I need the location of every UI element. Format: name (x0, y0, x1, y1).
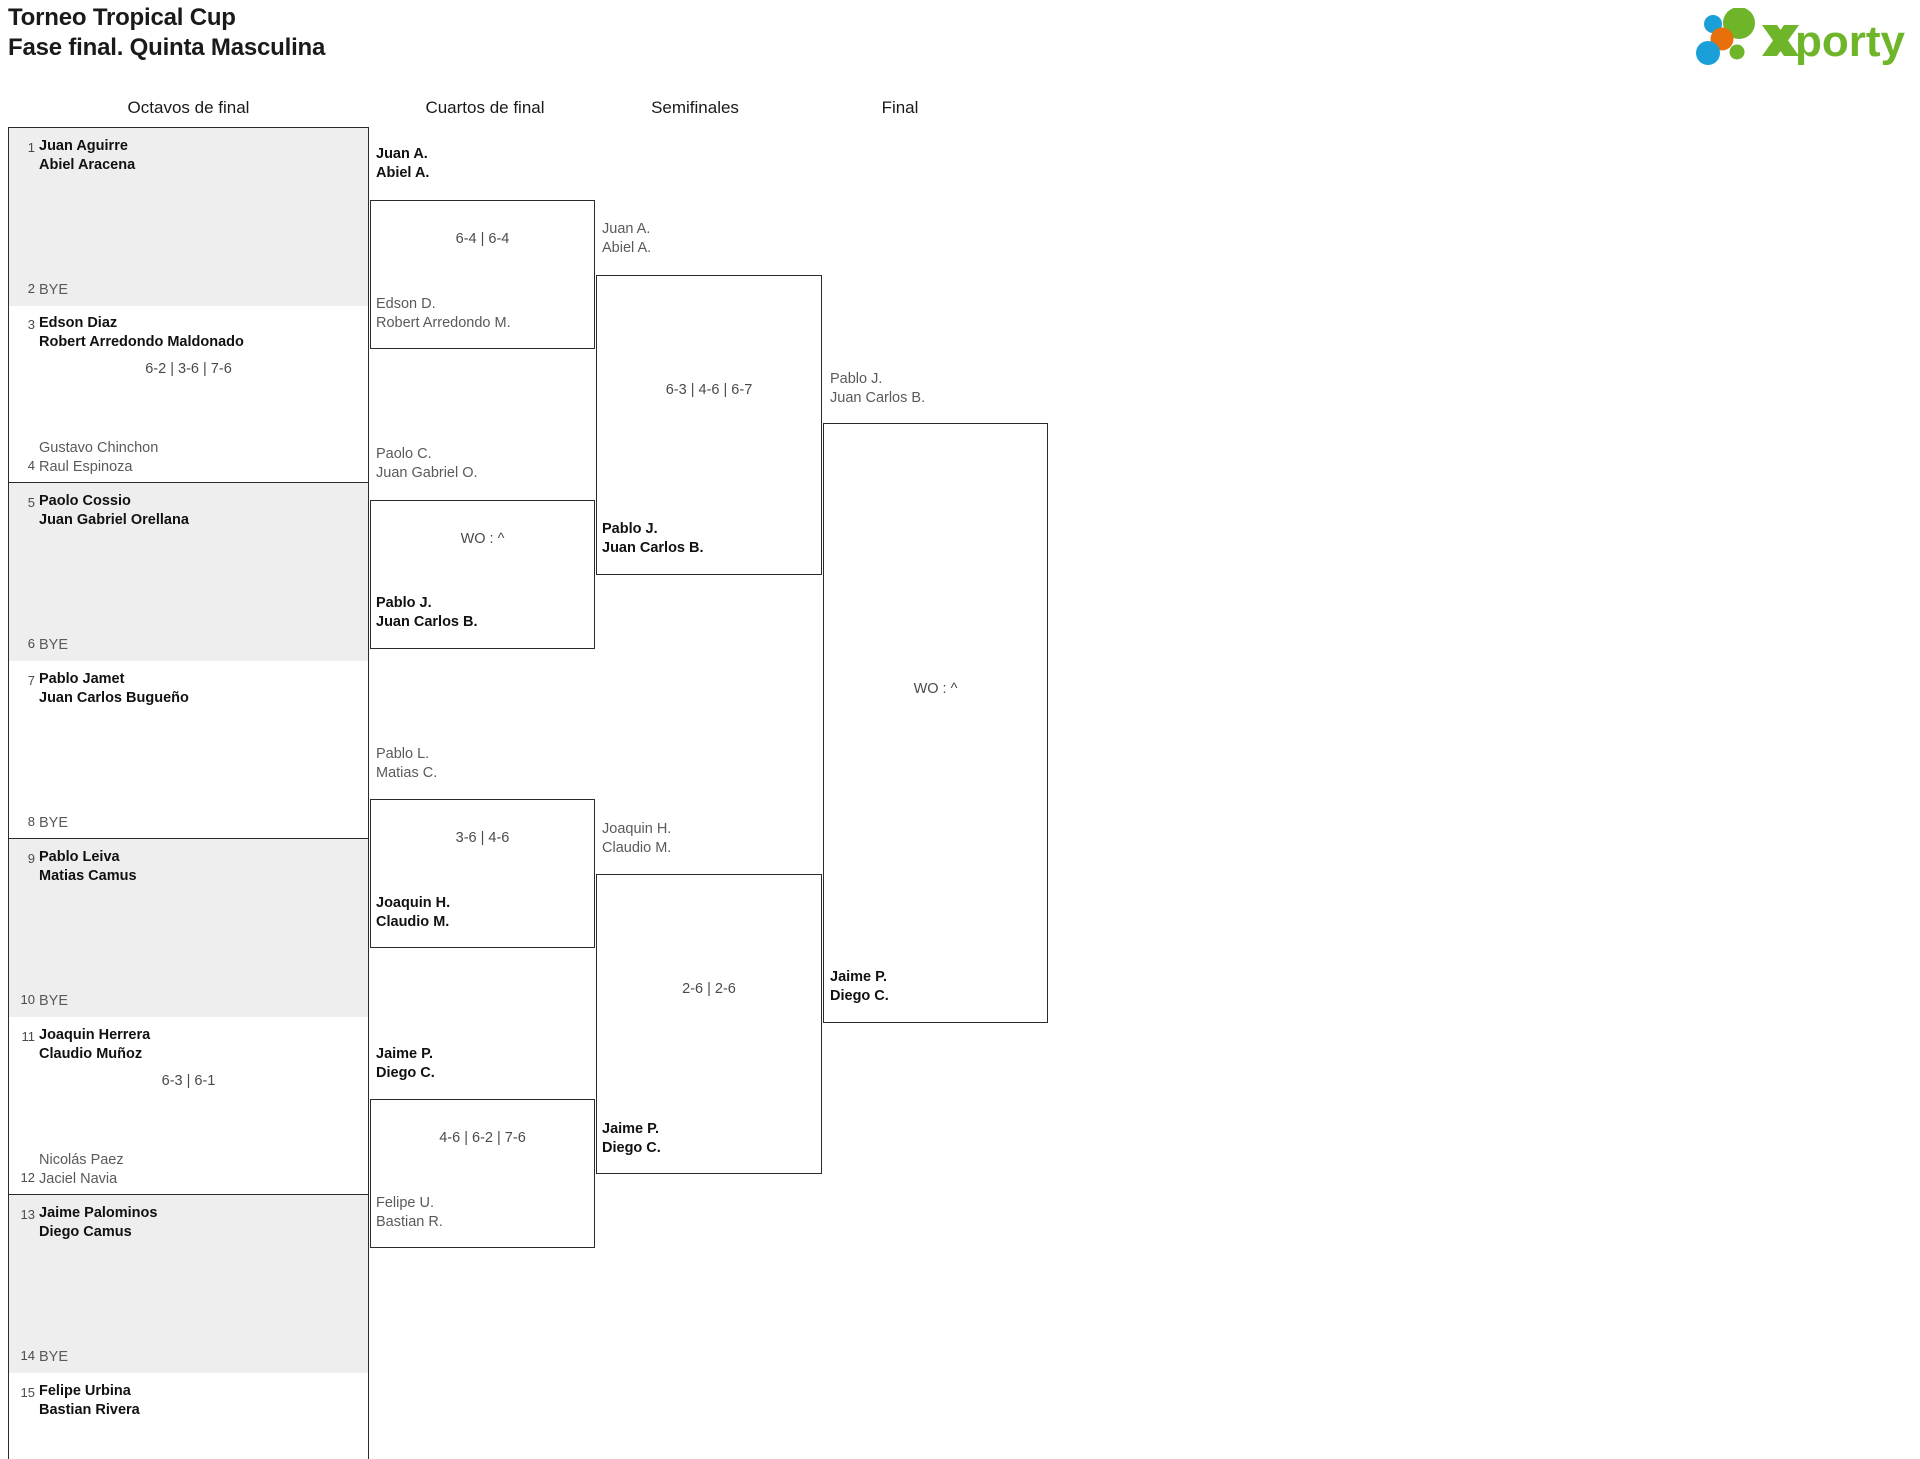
seed-number: 2 (27, 281, 35, 296)
seed-number: 1 (27, 140, 35, 155)
round-header-octavos: Octavos de final (127, 98, 250, 117)
qf-score: WO : ^ (460, 531, 505, 547)
seed-number: 8 (27, 814, 35, 829)
sf-connector-1: 6-3 | 4-6 | 6-7 (596, 275, 822, 575)
logo-icon: porty (1696, 8, 1906, 66)
team-name: BYE (39, 636, 69, 653)
sf-entry-1[interactable]: Juan A.Abiel A. (602, 221, 652, 256)
team-name: BYE (39, 992, 69, 1009)
sf-score: 6-3 | 4-6 | 6-7 (665, 382, 753, 398)
qf-score: 6-4 | 6-4 (455, 231, 510, 247)
r1-slot-8[interactable]: 8 BYE (8, 750, 369, 839)
sf-entry-4[interactable]: Jaime P.Diego C. (602, 1121, 661, 1156)
qf-entry-4[interactable]: Pablo J.Juan Carlos B. (376, 595, 478, 630)
seed-number: 5 (27, 495, 35, 510)
qf-entry-7[interactable]: Jaime P.Diego C. (376, 1046, 435, 1081)
qf-score: 4-6 | 6-2 | 7-6 (439, 1130, 526, 1146)
sf-score: 2-6 | 2-6 (682, 981, 736, 997)
seed-number: 13 (20, 1207, 35, 1222)
team-name: BYE (39, 814, 69, 831)
tournament-name: Torneo Tropical Cup (8, 4, 236, 31)
seed-number: 10 (20, 992, 35, 1007)
seed-number: 12 (20, 1170, 35, 1185)
seed-number: 14 (20, 1348, 35, 1363)
r1-slot-6[interactable]: 6 BYE (8, 572, 369, 661)
team-name: BYE (39, 1348, 69, 1365)
seed-number: 15 (20, 1385, 35, 1400)
r1-score: 6-2 | 3-6 | 7-6 (145, 361, 232, 377)
seed-number: 9 (27, 851, 35, 866)
team-name: BYE (39, 281, 69, 298)
logo-wordmark: porty (1795, 17, 1906, 66)
qf-connector-4: 4-6 | 6-2 | 7-6 (370, 1099, 595, 1248)
qf-connector-1: 6-4 | 6-4 (370, 200, 595, 349)
seed-number: 4 (27, 458, 35, 473)
xporty-logo: porty (1691, 8, 1906, 66)
qf-entry-2[interactable]: Edson D.Robert Arredondo M. (376, 296, 511, 331)
qf-entry-1[interactable]: Juan A.Abiel A. (376, 146, 430, 181)
seed-number: 6 (27, 636, 35, 651)
r1-slot-10[interactable]: 10 BYE (8, 928, 369, 1017)
final-entry-1[interactable]: Pablo J.Juan Carlos B. (830, 371, 926, 406)
seed-number: 7 (27, 673, 35, 688)
round-header-semis: Semifinales (651, 98, 739, 117)
qf-entry-8[interactable]: Felipe U.Bastian R. (376, 1195, 443, 1230)
final-connector: WO : ^ (823, 423, 1048, 1023)
r1-slot-2[interactable]: 2 BYE (8, 217, 369, 306)
round-header-cuartos: Cuartos de final (425, 98, 545, 117)
final-entry-2[interactable]: Jaime P.Diego C. (830, 969, 889, 1004)
round-header-final: Final (881, 98, 919, 117)
qf-connector-3: 3-6 | 4-6 (370, 799, 595, 948)
sf-entry-3[interactable]: Joaquin H.Claudio M. (602, 821, 672, 856)
qf-entry-3[interactable]: Paolo C.Juan Gabriel O. (376, 446, 478, 481)
sf-entry-2[interactable]: Pablo J.Juan Carlos B. (602, 521, 704, 556)
sf-connector-2: 2-6 | 2-6 (596, 874, 822, 1174)
tournament-phase: Fase final. Quinta Masculina (8, 34, 326, 61)
qf-connector-2: WO : ^ (370, 500, 595, 649)
qf-score: 3-6 | 4-6 (455, 830, 510, 846)
seed-number: 11 (21, 1029, 36, 1044)
r1-slot-14[interactable]: 14 BYE (8, 1284, 369, 1373)
page-title: Torneo Tropical Cup Fase final. Quinta M… (8, 3, 325, 63)
qf-entry-6[interactable]: Joaquin H.Claudio M. (376, 895, 451, 930)
r1-score: 6-3 | 6-1 (161, 1073, 216, 1089)
seed-number: 3 (27, 317, 35, 332)
qf-entry-5[interactable]: Pablo L.Matias C. (376, 746, 438, 781)
final-score: WO : ^ (913, 681, 958, 697)
